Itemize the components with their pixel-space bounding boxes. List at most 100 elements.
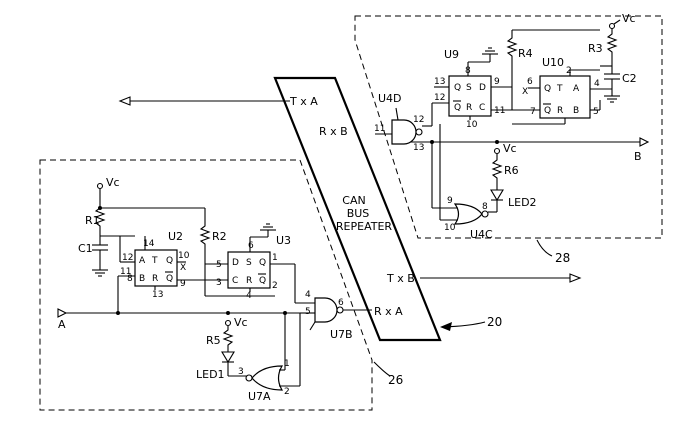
right-u9-pins-p12-text: 12 — [434, 93, 445, 103]
right-u9-pins-p9-text: 9 — [494, 77, 500, 87]
r1-label: R1 — [85, 214, 100, 227]
ref-20: 20 — [440, 315, 502, 331]
left-u2-pins-p12-text: 12 — [122, 253, 133, 263]
left-u3-letters-qbar-text: Q — [259, 276, 266, 286]
vc5-label: Vc — [234, 316, 248, 329]
vc1-label: Vc — [106, 176, 120, 189]
left-circuit: Vc R1 C1 U2 A T Q B R Q 12 14 11 8 10 X — [57, 176, 372, 403]
right-u9-pins-p11-text: 11 — [494, 106, 505, 116]
left-u3-letters-r-text: R — [246, 276, 252, 286]
ref-26: 26 — [373, 361, 403, 387]
txb-label: T x B — [386, 272, 415, 285]
rxa-label: R x A — [374, 305, 403, 318]
r4-label: R4 — [518, 47, 533, 60]
repeater-label-repeater: REPEATER — [336, 220, 393, 233]
left-u2-pins-p8-text: 8 — [127, 274, 133, 284]
right-u10-pins-p2-text: 2 — [566, 66, 572, 76]
left-u2-letters-q-text: Q — [166, 256, 173, 266]
right-u10-pins-p4-text: 4 — [594, 79, 600, 89]
right-circuit: U9 Q S D Q R C 8 13 12 9 11 10 R4 U10 Q … — [374, 12, 650, 241]
right-u4c-pins-p10-text: 10 — [444, 223, 456, 233]
right-u4d-pins-p11-text: 11 — [374, 124, 385, 134]
txb-arrow: T x B — [386, 272, 582, 285]
right-u9-letters-qbar-text: Q — [454, 103, 461, 113]
left-u3-letters-q-text: Q — [259, 258, 266, 268]
left-u3-letters-s-text: S — [246, 258, 252, 268]
right-u4d-pins-p13-text: 13 — [413, 143, 424, 153]
u3-label: U3 — [276, 234, 291, 247]
c1-label: C1 — [78, 242, 93, 255]
r5-label: R5 — [206, 334, 221, 347]
left-u2-pins-p11-text: 11 — [120, 267, 131, 277]
left-u7a-pins-p3-text: 3 — [238, 367, 244, 377]
left-u3-pins-p4-text: 4 — [246, 291, 252, 301]
right-u9-pins-p10-text: 10 — [466, 120, 478, 130]
left-u2-pins-p14-text: 14 — [143, 239, 155, 249]
led1-label: LED1 — [196, 368, 225, 381]
right-u9-letters-d-text: D — [479, 83, 486, 93]
ref-28: 28 — [536, 239, 570, 265]
right-u9-letters-r-text: R — [466, 103, 472, 113]
left-u7a-pins-p1-text: 1 — [284, 359, 290, 369]
repeater-label-bus: BUS — [347, 207, 370, 220]
vc6-label: Vc — [503, 142, 517, 155]
u2-label: U2 — [168, 230, 183, 243]
left-u7a-pins-p2-text: 2 — [284, 387, 290, 397]
left-u2-letters-qbar-text: Q — [166, 274, 173, 284]
ref-28-label: 28 — [555, 251, 570, 265]
left-u2-pins-p13-text: 13 — [152, 290, 163, 300]
left-u7b-pins-p5-text: 5 — [305, 307, 311, 317]
rxb-label: R x B — [319, 125, 348, 138]
right-u10-pins-p5-text: 5 — [593, 107, 599, 117]
left-u2-pins-p10-text: 10 — [178, 251, 190, 261]
right-u4d-pins-p12-text: 12 — [413, 115, 424, 125]
txa-arrow: T x A — [118, 95, 318, 108]
right-u10-letters-qbar-text: Q — [544, 106, 551, 116]
r3-label: R3 — [588, 42, 603, 55]
left-u3-pins-p3-text: 3 — [216, 278, 222, 288]
right-u10-letters-q-text: Q — [544, 84, 551, 94]
left-u3-letters-d-text: D — [232, 258, 239, 268]
left-u2-letters-t-text: T — [151, 256, 158, 266]
ref-20-label: 20 — [487, 315, 502, 329]
right-u10-letters-b-text: B — [573, 106, 579, 116]
left-u7b-pins-p4-text: 4 — [305, 290, 311, 300]
vc3-label: Vc — [622, 12, 636, 25]
left-u3-pins-p5-text: 5 — [216, 260, 222, 270]
ref-26-label: 26 — [388, 373, 403, 387]
right-u9-letters-c-text: C — [479, 103, 485, 113]
repeater-label-can: CAN — [342, 194, 365, 207]
left-u2-letters-r-text: R — [152, 274, 158, 284]
right-u10-letters-x-text: X — [522, 87, 528, 97]
right-u10-pins-p7-text: 7 — [530, 107, 536, 117]
right-u10-pins-p6-text: 6 — [527, 77, 533, 87]
right-u9-letters-s-text: S — [466, 83, 472, 93]
right-u4c-pins-p9-text: 9 — [447, 196, 453, 206]
u9-label: U9 — [444, 48, 459, 61]
txa-label: T x A — [289, 95, 318, 108]
left-u3-letters-c-text: C — [232, 276, 238, 286]
c2-label: C2 — [622, 72, 637, 85]
r2-label: R2 — [212, 230, 227, 243]
left-u7b-pins-p6-text: 6 — [338, 298, 344, 308]
u4d-label: U4D — [378, 92, 402, 105]
left-u3-pins-p6-text: 6 — [248, 241, 254, 251]
right-u10-letters-r-text: R — [557, 106, 563, 116]
right-enclosure-26-28 — [354, 15, 663, 239]
right-u9-letters-q-text: Q — [454, 83, 461, 93]
u7b-label: U7B — [330, 328, 353, 341]
left-u2-letters-x-text: X — [180, 263, 186, 273]
u4c-label: U4C — [470, 228, 493, 241]
u7a-label: U7A — [248, 390, 271, 403]
port-b-label: B — [634, 150, 642, 163]
right-u10-letters-a-text: A — [573, 84, 580, 94]
u10-label: U10 — [542, 56, 564, 69]
left-u2-letters-a-text: A — [139, 256, 146, 266]
r6-label: R6 — [504, 164, 519, 177]
left-u3-pins-p2-text: 2 — [272, 281, 278, 291]
port-a-label: A — [58, 318, 66, 331]
left-u3-pins-p1-text: 1 — [272, 253, 278, 263]
led2-label: LED2 — [508, 196, 537, 209]
right-u10-letters-t-text: T — [556, 84, 563, 94]
